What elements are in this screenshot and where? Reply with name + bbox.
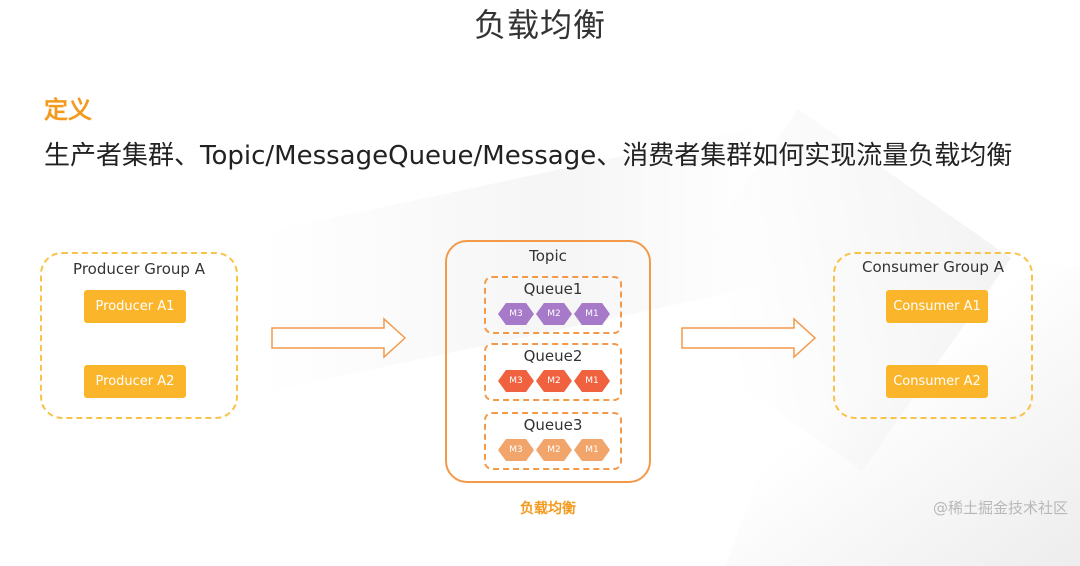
producer-group-label: Producer Group A [73,260,205,278]
queue-label: Queue1 [523,280,583,298]
queue-label: Queue2 [523,347,583,365]
consumer-node: Consumer A2 [886,365,988,398]
producer-node: Producer A1 [84,290,186,323]
message-hexagon: M3 [498,439,534,461]
producer-node: Producer A2 [84,365,186,398]
consumer-group: Consumer Group A Consumer A1 Consumer A2 [833,252,1033,419]
message-hexagon: M2 [536,439,572,461]
definition-heading: 定义 [44,96,92,124]
queue-label: Queue3 [523,416,583,434]
consumer-node: Consumer A1 [886,290,988,323]
message-hexagon: M3 [498,303,534,325]
message-hexagon: M3 [498,370,534,392]
flow-arrow [271,317,407,359]
message-hexagon: M1 [574,370,610,392]
message-hexagon: M1 [574,439,610,461]
consumer-group-label: Consumer Group A [862,258,1004,276]
producer-group: Producer Group A Producer A1 Producer A2 [40,252,238,419]
flow-arrow [681,317,817,359]
definition-text: 生产者集群、Topic/MessageQueue/Message、消费者集群如何… [44,141,1013,171]
load-balance-caption: 负载均衡 [520,501,576,517]
page-title: 负载均衡 [473,6,606,44]
message-hexagon: M2 [536,370,572,392]
message-hexagon: M1 [574,303,610,325]
topic-label: Topic [529,247,567,265]
watermark: @稀土掘金技术社区 [932,499,1068,517]
message-hexagon: M2 [536,303,572,325]
